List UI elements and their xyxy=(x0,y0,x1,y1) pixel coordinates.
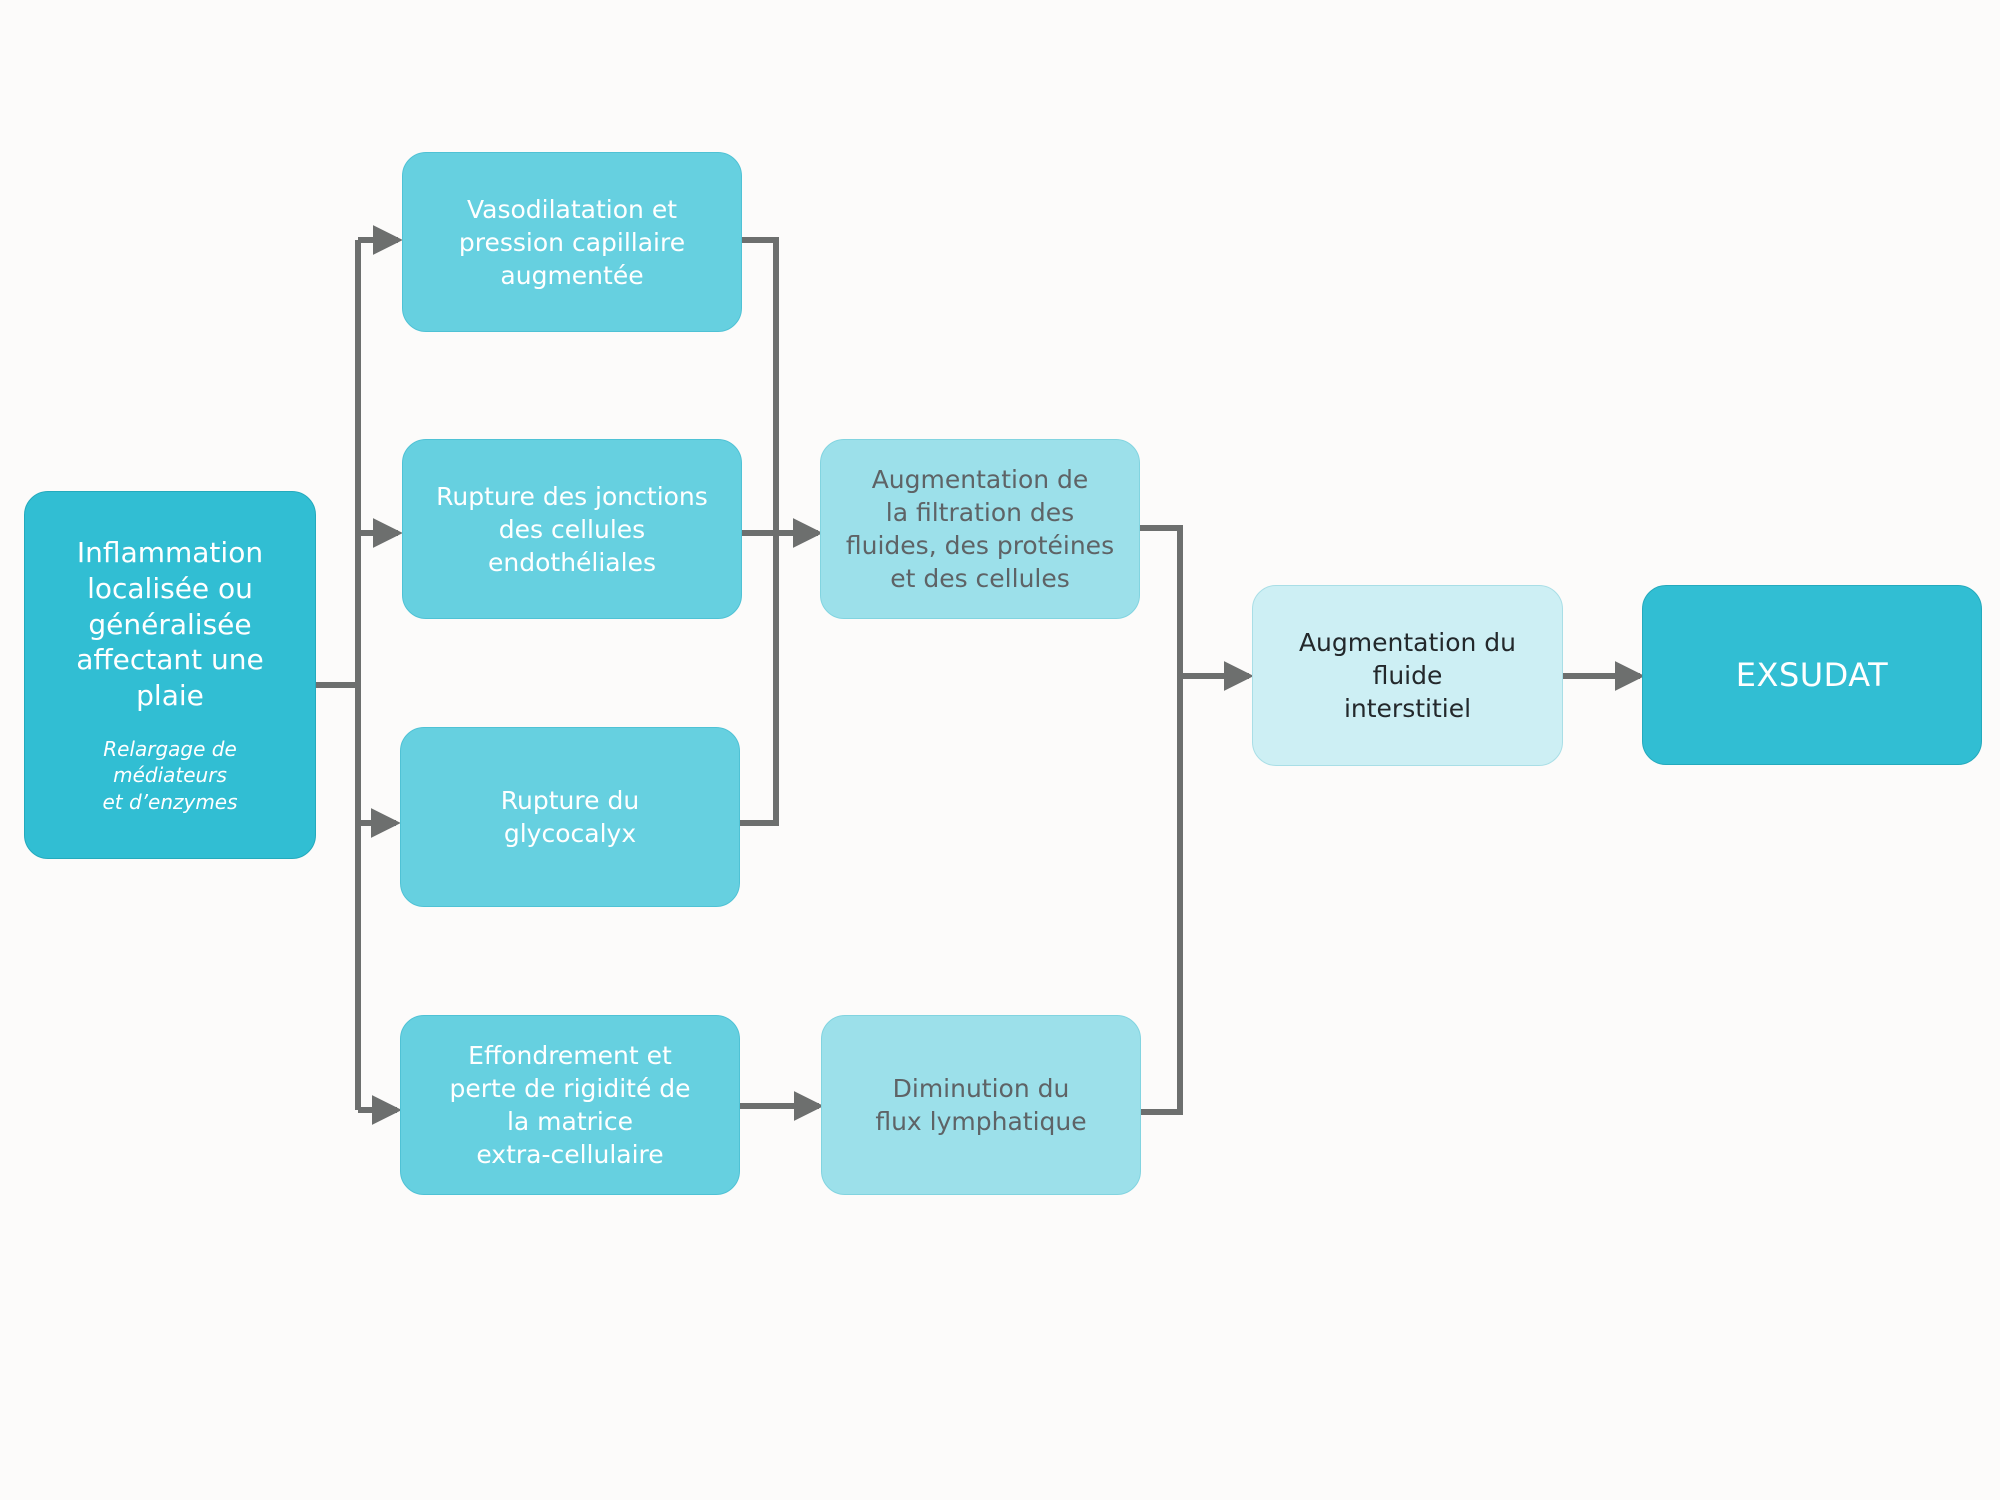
node-rupture-glycocalyx: Rupture du glycocalyx xyxy=(400,727,740,907)
node-diminution-flux-lymphatique-label: Diminution du flux lymphatique xyxy=(875,1074,1087,1136)
node-rupture-jonctions: Rupture des jonctions des cellules endot… xyxy=(402,439,742,619)
node-rupture-glycocalyx-label: Rupture du glycocalyx xyxy=(500,786,640,848)
node-exsudat-label: EXSUDAT xyxy=(1735,655,1889,694)
node-inflammation-subtitle: Relargage de médiateurs et d’enzymes xyxy=(102,736,238,814)
node-vasodilatation-label: Vasodilatation et pression capillaire au… xyxy=(458,194,686,290)
node-augmentation-fluide-interstitiel-label: Augmentation du fluide interstitiel xyxy=(1298,628,1517,723)
node-vasodilatation: Vasodilatation et pression capillaire au… xyxy=(402,152,742,332)
node-diminution-flux-lymphatique: Diminution du flux lymphatique xyxy=(821,1015,1141,1195)
node-rupture-jonctions-label: Rupture des jonctions des cellules endot… xyxy=(436,481,708,577)
node-inflammation-title: Inflammation localisée ou généralisée af… xyxy=(76,535,264,713)
node-effondrement-matrice: Effondrement et perte de rigidité de la … xyxy=(400,1015,740,1195)
node-inflammation: Inflammation localisée ou généralisée af… xyxy=(24,491,316,859)
node-effondrement-matrice-label: Effondrement et perte de rigidité de la … xyxy=(449,1041,691,1169)
node-exsudat: EXSUDAT xyxy=(1642,585,1982,765)
connector-inflammation-trunk xyxy=(316,240,361,1110)
node-augmentation-filtration-label: Augmentation de la filtration des fluide… xyxy=(845,465,1115,593)
node-augmentation-fluide-interstitiel: Augmentation du fluide interstitiel xyxy=(1252,585,1563,766)
node-augmentation-filtration: Augmentation de la filtration des fluide… xyxy=(820,439,1140,619)
connector-filtration-lymph-merge xyxy=(1140,525,1183,1115)
